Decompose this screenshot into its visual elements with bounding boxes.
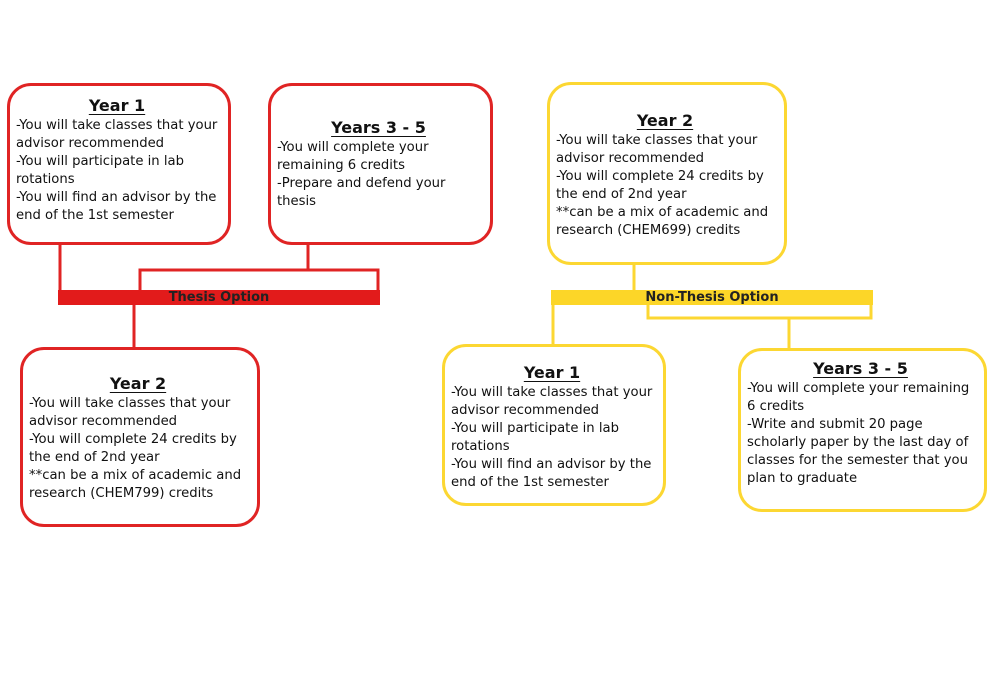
- non-thesis-years35-line: -You will complete your remaining 6 cred…: [747, 381, 970, 414]
- thesis-year2-line: -You will complete 24 credits by the end…: [29, 432, 237, 465]
- non-thesis-year1-line: -You will take classes that your advisor…: [451, 385, 653, 418]
- thesis-years35-line: -Prepare and defend your thesis: [277, 176, 446, 209]
- non-thesis-years35-box: Years 3 - 5 -You will complete your rema…: [738, 348, 987, 512]
- thesis-year1-title: Year 1: [88, 96, 146, 115]
- non-thesis-year2-title: Year 2: [636, 111, 694, 130]
- thesis-years35-line: -You will complete your remaining 6 cred…: [277, 140, 429, 173]
- non-thesis-year1-box: Year 1 -You will take classes that your …: [442, 344, 666, 506]
- thesis-year2-line: -You will take classes that your advisor…: [29, 396, 231, 429]
- non-thesis-bracket: [646, 304, 873, 320]
- thesis-year2-line: **can be a mix of academic and research …: [29, 468, 242, 501]
- non-thesis-year2-list: -You will take classes that your advisor…: [556, 132, 774, 240]
- non-thesis-connectors: [551, 263, 873, 350]
- non-thesis-years35-line: -Write and submit 20 page scholarly pape…: [747, 417, 969, 486]
- non-thesis-year1-title: Year 1: [523, 363, 581, 382]
- thesis-option-label: Thesis Option: [168, 290, 270, 305]
- non-thesis-option-label: Non-Thesis Option: [645, 290, 779, 305]
- thesis-year2-title: Year 2: [109, 374, 167, 393]
- thesis-years35-list: -You will complete your remaining 6 cred…: [277, 139, 480, 211]
- thesis-year2-list: -You will take classes that your advisor…: [29, 395, 247, 503]
- non-thesis-year2-line: -You will complete 24 credits by the end…: [556, 169, 764, 202]
- thesis-year2-box: Year 2 -You will take classes that your …: [20, 347, 260, 527]
- thesis-year1-line: -You will participate in lab rotations: [16, 154, 184, 187]
- non-thesis-year2-line: **can be a mix of academic and research …: [556, 205, 769, 238]
- non-thesis-year2-line: -You will take classes that your advisor…: [556, 133, 758, 166]
- thesis-bracket: [138, 268, 380, 290]
- non-thesis-years35-title: Years 3 - 5: [813, 359, 908, 378]
- thesis-option-bar: Thesis Option: [58, 290, 380, 305]
- non-thesis-year1-line: -You will find an advisor by the end of …: [451, 457, 652, 490]
- thesis-year1-line: -You will take classes that your advisor…: [16, 118, 218, 151]
- non-thesis-year1-list: -You will take classes that your advisor…: [451, 384, 653, 492]
- non-thesis-years35-list: -You will complete your remaining 6 cred…: [747, 380, 974, 488]
- non-thesis-option-bar: Non-Thesis Option: [551, 290, 873, 305]
- thesis-year1-line: -You will find an advisor by the end of …: [16, 190, 217, 223]
- thesis-year1-box: Year 1 -You will take classes that your …: [7, 83, 231, 245]
- non-thesis-year1-line: -You will participate in lab rotations: [451, 421, 619, 454]
- non-thesis-year2-box: Year 2 -You will take classes that your …: [547, 82, 787, 265]
- thesis-years35-box: Years 3 - 5 -You will complete your rema…: [268, 83, 493, 245]
- thesis-connectors: [58, 243, 380, 348]
- thesis-year1-list: -You will take classes that your advisor…: [16, 117, 218, 225]
- thesis-years35-title: Years 3 - 5: [331, 118, 426, 137]
